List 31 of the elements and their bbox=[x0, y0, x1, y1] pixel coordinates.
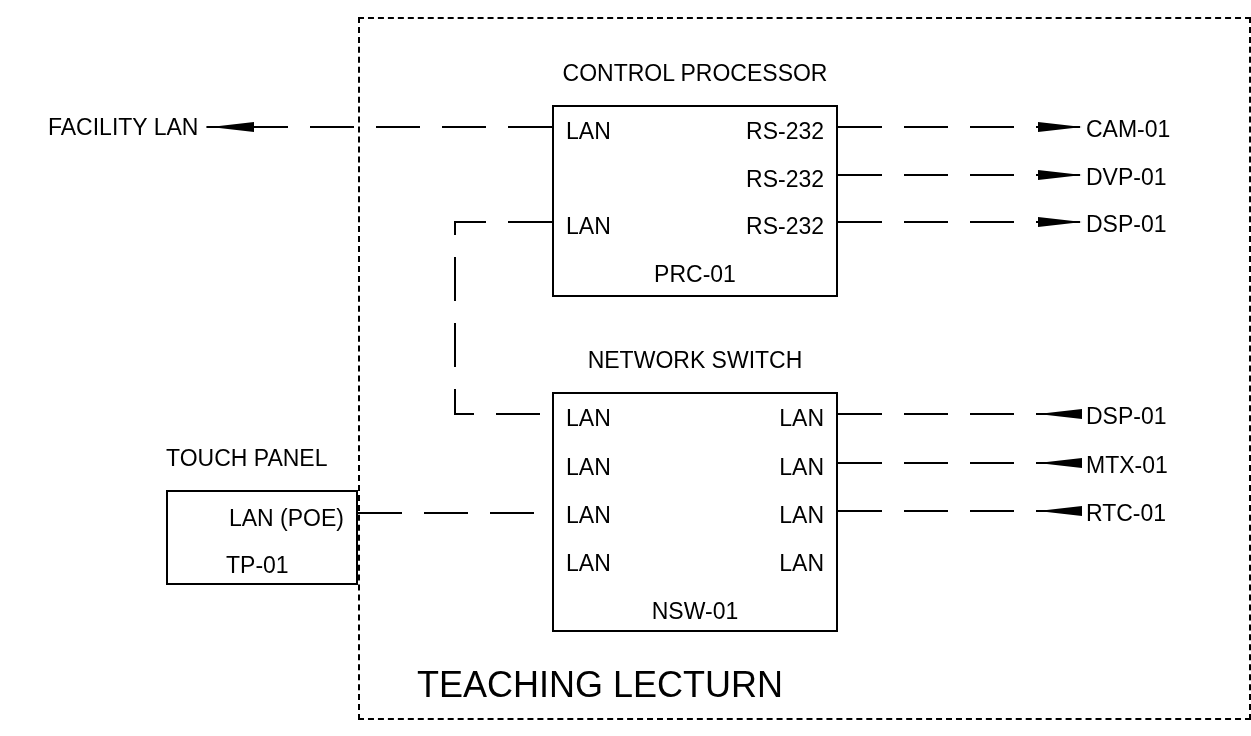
port-label: LAN bbox=[566, 119, 611, 143]
device-title: CONTROL PROCESSOR bbox=[562, 62, 828, 85]
connector-line bbox=[205, 122, 553, 132]
device-id: TP-01 bbox=[226, 553, 289, 577]
port-label: LAN (POE) bbox=[228, 506, 344, 530]
device-title: TOUCH PANEL bbox=[166, 447, 328, 470]
port-label: LAN bbox=[566, 406, 611, 430]
device-label: DSP-01 bbox=[1086, 404, 1167, 428]
connector-line bbox=[454, 221, 553, 415]
port-label: RS-232 bbox=[746, 167, 824, 191]
port-label: LAN bbox=[566, 214, 611, 238]
port-label: LAN bbox=[779, 551, 824, 575]
port-label: LAN bbox=[779, 503, 824, 527]
device-id: PRC-01 bbox=[654, 262, 736, 286]
device-label: DSP-01 bbox=[1086, 212, 1167, 236]
port-label: LAN bbox=[566, 503, 611, 527]
device-label: MTX-01 bbox=[1086, 453, 1168, 477]
device-label: RTC-01 bbox=[1086, 501, 1167, 525]
port-label: LAN bbox=[779, 406, 824, 430]
device-id: NSW-01 bbox=[651, 599, 739, 623]
device-label: CAM-01 bbox=[1086, 117, 1171, 141]
port-label: RS-232 bbox=[746, 214, 824, 238]
port-label: RS-232 bbox=[746, 119, 824, 143]
boundary-box bbox=[358, 17, 1251, 720]
device-label: FACILITY LAN bbox=[48, 115, 199, 139]
boundary-title: TEACHING LECTURN bbox=[417, 667, 784, 703]
device-label: DVP-01 bbox=[1086, 165, 1167, 189]
port-label: LAN bbox=[779, 455, 824, 479]
port-label: LAN bbox=[566, 455, 611, 479]
port-label: LAN bbox=[566, 551, 611, 575]
device-title: NETWORK SWITCH bbox=[587, 349, 803, 372]
